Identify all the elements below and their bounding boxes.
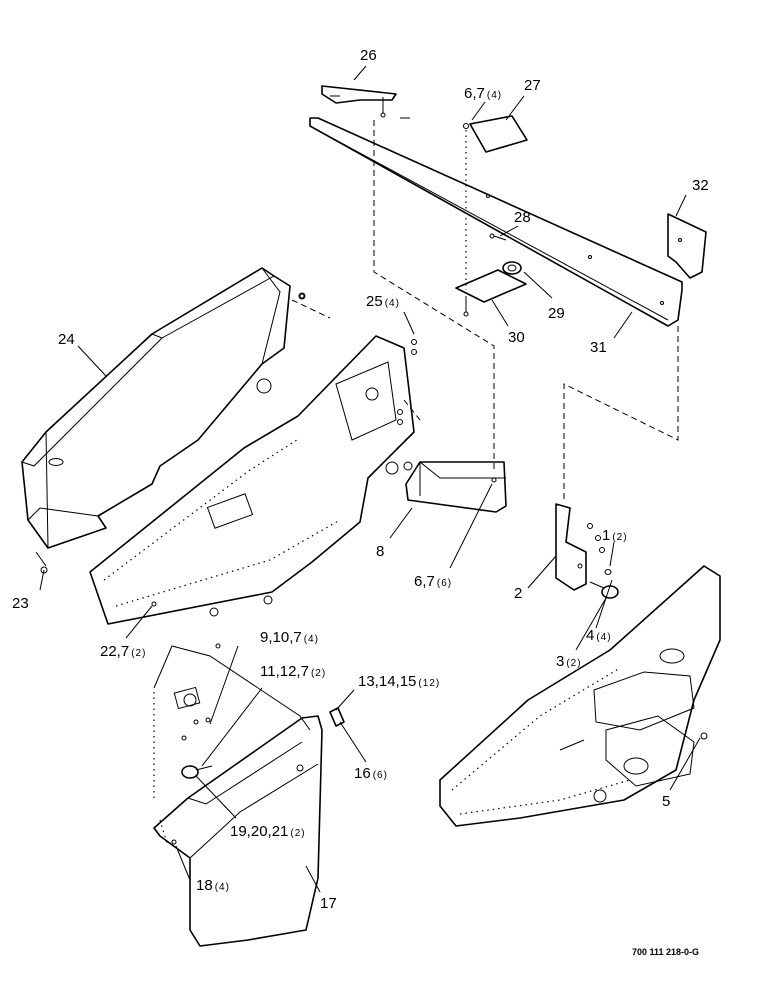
callout-26: 26 xyxy=(360,47,377,64)
leader-lines xyxy=(39,65,701,893)
part-28-bolt xyxy=(489,233,507,241)
callout-11-12-7: 11,12,7(2) xyxy=(260,663,326,680)
assembly-guide-lines xyxy=(291,120,679,500)
callout-13-14-15: 13,14,15(12) xyxy=(358,673,440,690)
callout-1: 1(2) xyxy=(602,527,628,544)
part-2-bracket xyxy=(555,503,605,591)
callout-2: 2 xyxy=(514,585,522,602)
part-27-plate xyxy=(463,115,528,290)
callout-4: 4(4) xyxy=(586,627,612,644)
part-3-bushing xyxy=(589,581,619,599)
part-30-plate xyxy=(455,269,527,317)
callout-17: 17 xyxy=(320,895,337,912)
part-1-washer xyxy=(604,569,612,575)
frame-side-panel xyxy=(89,335,417,625)
drawing-number: 700 111 218-0-G xyxy=(632,947,699,957)
callout-24: 24 xyxy=(58,331,75,348)
callout-6-7-lower: 6,7(6) xyxy=(414,573,452,590)
callout-28: 28 xyxy=(514,209,531,226)
callout-25: 25(4) xyxy=(366,293,400,310)
part-19-washer xyxy=(181,765,213,779)
part-17-shield xyxy=(153,715,323,947)
callout-8: 8 xyxy=(376,543,384,560)
part-26-bracket xyxy=(321,85,397,118)
callout-19-20-21: 19,20,21(2) xyxy=(230,823,306,840)
callout-labels: 26 6,7(4) 27 32 28 29 30 31 24 25(4) 8 6… xyxy=(12,47,709,912)
part-31-angle-bar xyxy=(309,117,683,327)
lower-frame xyxy=(153,643,311,847)
part-29-bearing xyxy=(502,261,522,275)
callout-31: 31 xyxy=(590,339,607,356)
callout-23: 23 xyxy=(12,595,29,612)
callout-5: 5 xyxy=(662,793,670,810)
hardware-small xyxy=(35,293,305,574)
callout-9-10-7: 9,10,7(4) xyxy=(260,629,319,646)
part-16-clip xyxy=(329,707,345,727)
part-8-tray xyxy=(405,461,507,513)
callout-3: 3(2) xyxy=(556,653,582,670)
callout-22-7: 22,7(2) xyxy=(100,643,146,660)
callout-18: 18(4) xyxy=(196,877,230,894)
callout-6-7-upper: 6,7(4) xyxy=(464,85,502,102)
part-24-shield xyxy=(21,267,306,549)
callout-30: 30 xyxy=(508,329,525,346)
callout-32: 32 xyxy=(692,177,709,194)
part-32-end-bracket xyxy=(667,213,707,279)
callout-27: 27 xyxy=(524,77,541,94)
chassis-assembly xyxy=(439,565,721,827)
callout-29: 29 xyxy=(548,305,565,322)
callout-16: 16(6) xyxy=(354,765,388,782)
